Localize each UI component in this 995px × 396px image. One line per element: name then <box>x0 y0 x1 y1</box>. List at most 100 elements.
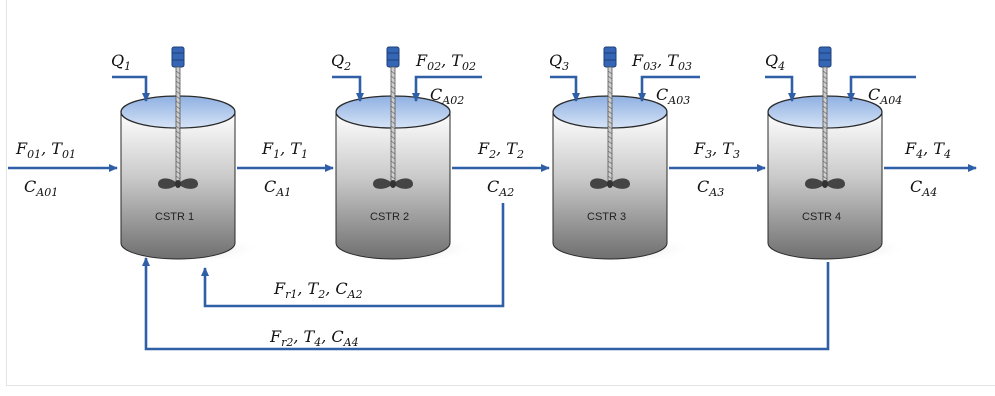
feed-2-stream <box>412 75 482 102</box>
shaft-hatch <box>822 70 828 75</box>
shaft-hatch <box>390 90 396 95</box>
shaft-hatch <box>607 145 613 150</box>
shaft-hatch <box>607 85 613 90</box>
shaft-hatch <box>607 105 613 110</box>
label-ca04: CA04 <box>868 85 903 107</box>
shaft-hatch <box>175 85 181 90</box>
shaft-hatch <box>822 75 828 80</box>
label-ca2: CA2 <box>487 177 515 199</box>
shaft-hatch <box>175 160 181 165</box>
shaft-hatch <box>607 160 613 165</box>
label-out-2: F2, T2 <box>478 139 524 161</box>
tank-label-cstr-2: CSTR 2 <box>370 211 410 223</box>
shaft-hatch <box>390 170 396 175</box>
feed-4-stream <box>847 75 916 102</box>
impeller-blade <box>610 178 630 189</box>
shaft-hatch <box>175 105 181 110</box>
shaft-hatch <box>390 110 396 115</box>
shaft-hatch <box>822 150 828 155</box>
shaft-hatch <box>175 150 181 155</box>
shaft-hatch <box>390 115 396 120</box>
shaft-hatch <box>390 130 396 135</box>
shaft-hatch <box>822 120 828 125</box>
shaft-hatch <box>607 150 613 155</box>
shaft-hatch <box>607 165 613 170</box>
shaft-hatch <box>390 120 396 125</box>
shaft-hatch <box>175 175 181 180</box>
shaft-hatch <box>607 75 613 80</box>
shaft-hatch <box>175 120 181 125</box>
impeller-blade <box>805 178 825 189</box>
heat-input-q4-stream <box>765 75 796 102</box>
impeller-blade <box>178 178 198 189</box>
shaft-hatch <box>822 175 828 180</box>
label-ca02: CA02 <box>430 85 465 107</box>
label-ca1: CA1 <box>264 177 292 199</box>
label-feed-3: F03, T03 <box>632 51 692 73</box>
shaft-hatch <box>822 140 828 145</box>
shaft-hatch <box>175 125 181 130</box>
cstr-tank-4 <box>763 46 907 263</box>
shaft-hatch <box>390 70 396 75</box>
shaft-hatch <box>607 155 613 160</box>
agitator-motor <box>603 46 617 68</box>
shaft-hatch <box>822 105 828 110</box>
agitator-motor <box>171 46 185 68</box>
shaft-hatch <box>607 135 613 140</box>
label-q2: Q2 <box>331 51 352 73</box>
recycle-1-stream <box>201 203 505 308</box>
shaft-hatch <box>175 135 181 140</box>
shaft-hatch <box>175 95 181 100</box>
shaft-hatch <box>390 175 396 180</box>
shaft-hatch <box>175 75 181 80</box>
shaft-hatch <box>175 115 181 120</box>
shaft-hatch <box>390 100 396 105</box>
shaft-hatch <box>822 110 828 115</box>
shaft-hatch <box>390 85 396 90</box>
shaft-hatch <box>822 115 828 120</box>
shaft-hatch <box>607 70 613 75</box>
shaft-hatch <box>175 100 181 105</box>
shaft-hatch <box>822 155 828 160</box>
impeller-blade <box>373 178 393 189</box>
label-ca03: CA03 <box>656 85 691 107</box>
tank-label-cstr-4: CSTR 4 <box>802 211 842 223</box>
shaft-hatch <box>822 125 828 130</box>
label-ca3: CA3 <box>697 177 725 199</box>
shaft-hatch <box>607 130 613 135</box>
shaft-hatch <box>390 145 396 150</box>
shaft-hatch <box>175 155 181 160</box>
feed-3-stream <box>638 75 700 102</box>
shaft-hatch <box>607 170 613 175</box>
shaft-hatch <box>390 95 396 100</box>
shaft-hatch <box>822 130 828 135</box>
shaft-hatch <box>175 70 181 75</box>
shaft-hatch <box>607 95 613 100</box>
heat-input-q3-stream <box>550 75 580 102</box>
shaft-hatch <box>175 110 181 115</box>
recycle-2-stream <box>142 257 830 351</box>
shaft-hatch <box>822 80 828 85</box>
shaft-hatch <box>390 165 396 170</box>
shaft-hatch <box>175 145 181 150</box>
shaft-hatch <box>822 165 828 170</box>
shaft-hatch <box>822 170 828 175</box>
impeller-hub <box>175 180 181 188</box>
tank-label-cstr-3: CSTR 3 <box>587 211 627 223</box>
shaft-hatch <box>390 105 396 110</box>
label-ca4: CA4 <box>910 177 938 199</box>
shaft-hatch <box>607 115 613 120</box>
shaft-hatch <box>607 80 613 85</box>
shaft-hatch <box>175 165 181 170</box>
impeller-hub <box>607 180 613 188</box>
agitator-motor <box>386 46 400 68</box>
cstr-tank-3 <box>548 46 692 263</box>
impeller-blade <box>590 178 610 189</box>
shaft-hatch <box>390 160 396 165</box>
label-out-1: F1, T1 <box>262 139 308 161</box>
shaft-hatch <box>607 100 613 105</box>
shaft-hatch <box>175 140 181 145</box>
impeller-blade <box>393 178 413 189</box>
shaft-hatch <box>607 110 613 115</box>
